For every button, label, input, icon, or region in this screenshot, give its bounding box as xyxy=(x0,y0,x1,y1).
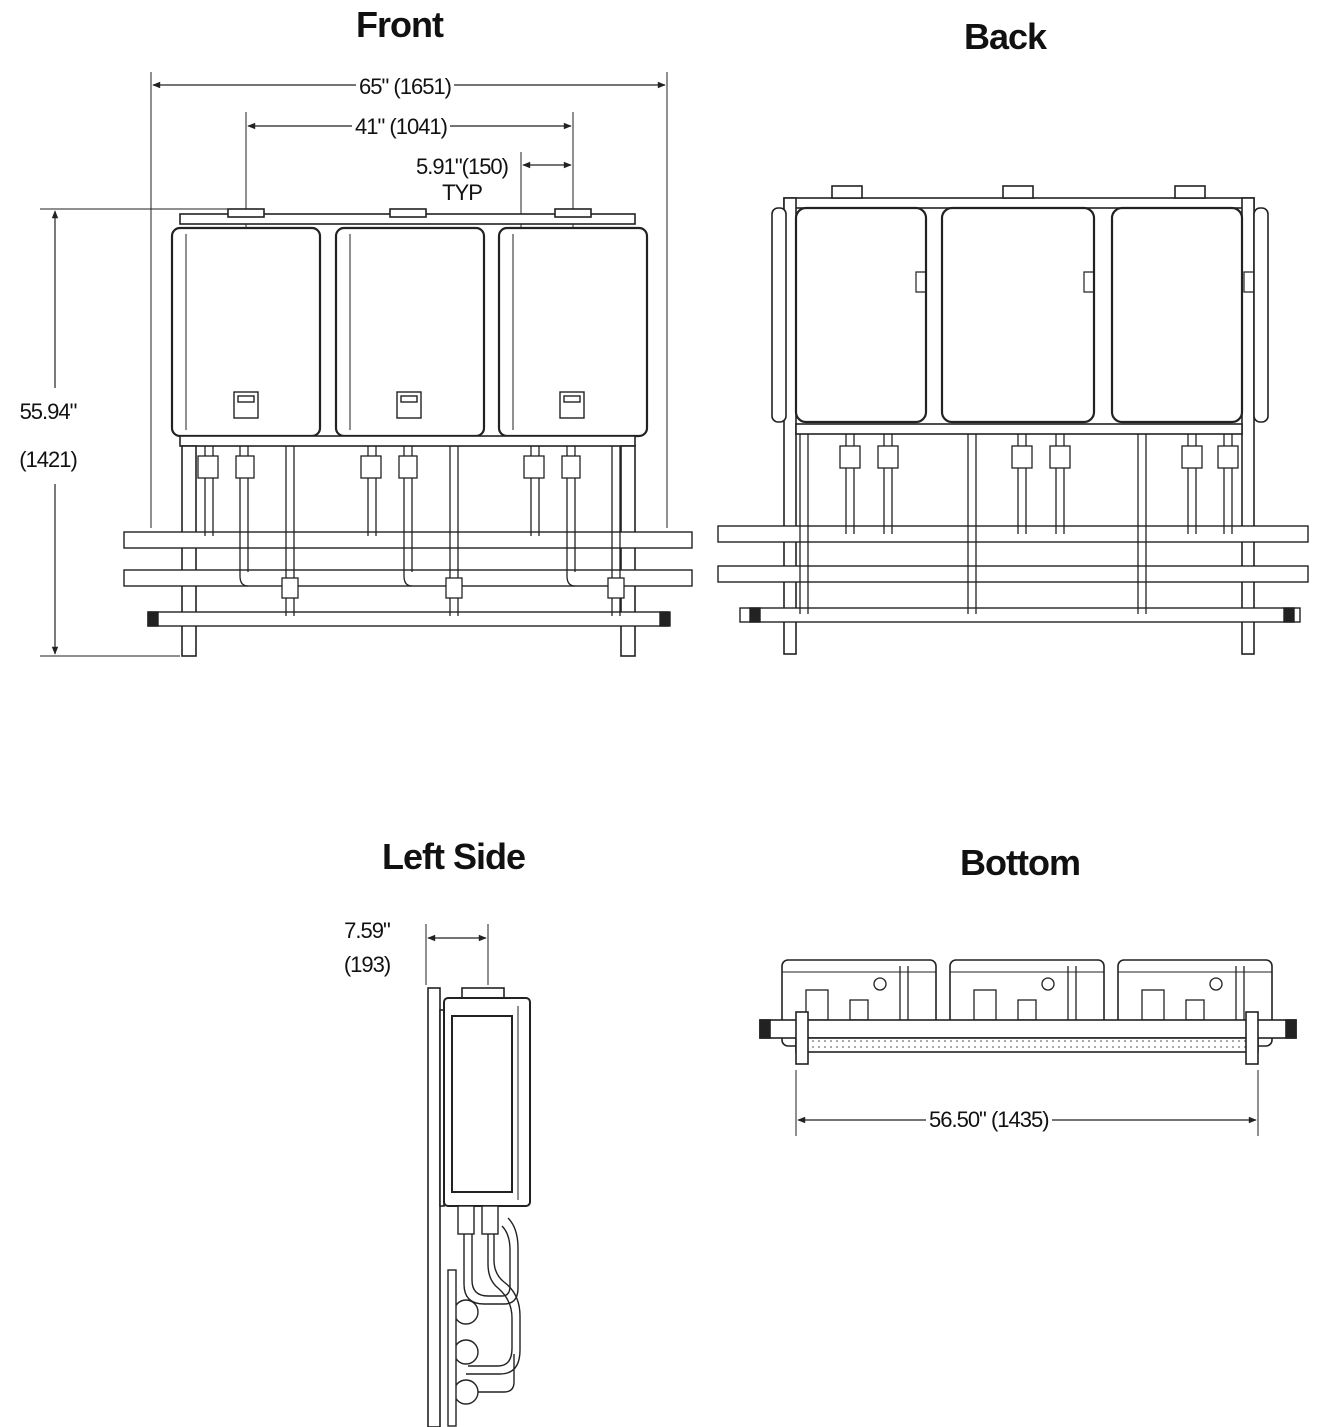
spacing-note: TYP xyxy=(442,180,483,205)
depth-inches: 7.59" xyxy=(344,918,391,943)
back-view-drawing xyxy=(717,185,1309,655)
depth-dimension: 7.59" (193) xyxy=(330,914,404,982)
back-view-title: Back xyxy=(964,16,1047,57)
left-side-view-drawing xyxy=(425,924,531,1427)
height-dimension: 55.94" (1421) xyxy=(4,388,92,484)
front-view-drawing xyxy=(40,72,693,657)
height-millimeters: (1421) xyxy=(19,447,78,472)
overall-width-dimension: 65" (1651) xyxy=(356,75,454,99)
bottom-width-dimension: 56.50" (1435) xyxy=(926,1108,1052,1132)
front-view-title: Front xyxy=(356,4,444,45)
center-width-dimension: 41" (1041) xyxy=(352,115,450,139)
depth-millimeters: (193) xyxy=(343,952,391,977)
left-side-view-title: Left Side xyxy=(382,836,526,877)
bottom-view-drawing xyxy=(759,959,1297,1136)
bottom-view-title: Bottom xyxy=(960,842,1081,883)
spacing-value: 5.91"(150) xyxy=(416,154,509,179)
height-inches: 55.94" xyxy=(19,399,78,424)
spacing-dimension: 5.91"(150) TYP xyxy=(410,154,514,206)
